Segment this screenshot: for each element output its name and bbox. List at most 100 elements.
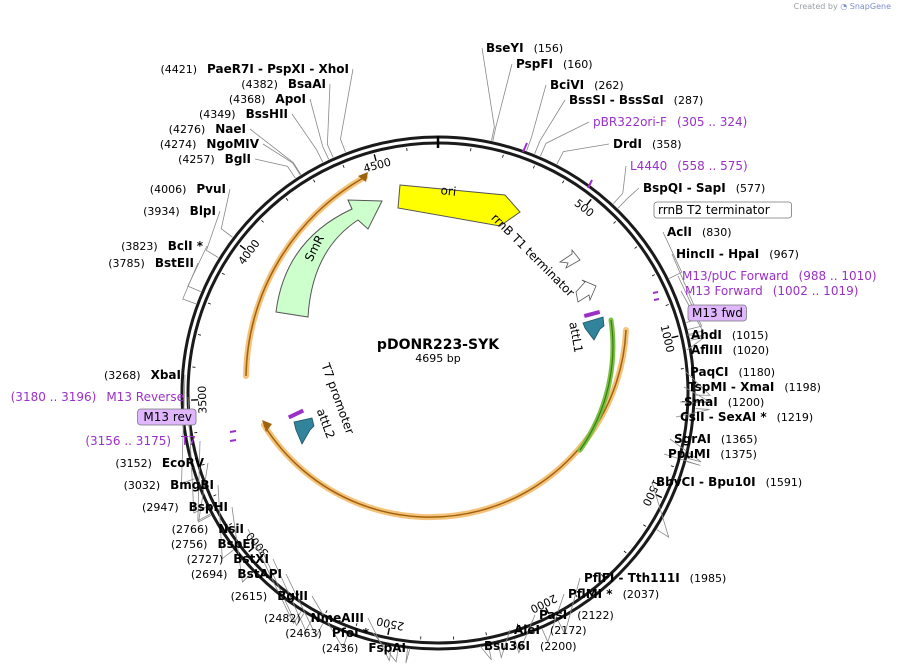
rrnb-t1-arrow-1 — [558, 248, 581, 269]
site-label: AclI(830) — [667, 225, 732, 239]
site-label: (2947)BspHI — [142, 500, 228, 514]
tick-mark — [221, 272, 225, 275]
leader-line — [372, 632, 399, 663]
site-label: (2463)PfoI * — [285, 626, 369, 640]
tick-mark — [665, 304, 669, 306]
leader-line — [526, 84, 547, 151]
tick-mark — [562, 180, 565, 184]
site-label: (3268)XbaI — [104, 368, 181, 382]
leader-line — [340, 68, 354, 153]
site-label: PflFI - Tth111I(1985) — [584, 571, 726, 585]
leader-line — [481, 47, 495, 141]
leader-line — [311, 595, 348, 649]
leader-line — [662, 231, 683, 279]
site-label: BssSI - BssSαI(287) — [569, 93, 703, 107]
site-label: (3823)BclI * — [121, 239, 204, 253]
leader-line — [326, 83, 334, 158]
site-label: (2615)BglII — [231, 589, 308, 603]
smr-feature — [275, 199, 383, 318]
site-label: BspQI - SapI(577) — [643, 181, 765, 195]
leader-line — [285, 573, 323, 638]
rrnb-t1-label: rrnB T1 terminator — [488, 211, 577, 300]
tick-mark — [342, 164, 345, 168]
tick-mark — [678, 433, 682, 435]
feature-box — [653, 201, 793, 219]
leader-line — [479, 645, 492, 660]
snapgene-credit: Created by ◔ SnapGene — [794, 2, 891, 11]
site-label: (4274)NgoMIV — [160, 137, 260, 151]
leader-line — [557, 577, 581, 635]
primer-mark-m13-fwd-2 — [653, 298, 660, 301]
site-leader-lines — [181, 47, 711, 664]
leader-line — [677, 275, 703, 330]
leader-line — [492, 63, 513, 141]
tick-mark — [207, 302, 211, 305]
leader-line — [651, 481, 670, 539]
tick-mark — [313, 179, 316, 183]
site-label: BciVI(262) — [550, 78, 624, 92]
credit-brand: SnapGene — [849, 2, 891, 11]
tick-mark — [229, 523, 232, 526]
leader-line — [262, 143, 301, 176]
leader-line — [220, 188, 233, 238]
tick-mark — [655, 493, 663, 499]
tick-mark — [197, 334, 202, 336]
primer-label-boxed: M13 rev — [143, 410, 192, 424]
orf-arc-bottom-line — [263, 329, 627, 518]
leader-line — [254, 158, 296, 179]
site-label: CslI - SexAI *(1219) — [680, 410, 813, 424]
tick-mark — [325, 610, 328, 614]
site-label: PaqCI(1180) — [690, 365, 775, 379]
right-site-labels: BseYI(156)PspFI(160)BciVI(262)BssSI - Bs… — [484, 41, 877, 653]
site-label: (2756)BspEI — [171, 537, 255, 551]
primer-mark-t7 — [229, 439, 237, 442]
site-label: (3785)BstEII — [108, 256, 194, 270]
site-label: (2694)BstAPI — [191, 567, 282, 581]
site-label: (3152)EcoRV — [115, 456, 204, 470]
tick-mark — [502, 154, 504, 158]
site-label: (4382)BsaAI — [241, 77, 326, 91]
ori-label: ori — [440, 183, 457, 199]
tick-mark — [387, 627, 391, 636]
left-site-labels: (4421)PaeR7I - PspXI - XhoI(4382)BsaAI(4… — [11, 62, 406, 655]
primer-label: (3156 .. 3175)T7 — [85, 434, 196, 448]
primer-box — [137, 408, 197, 426]
tick-mark — [600, 574, 604, 577]
leader-line — [258, 543, 305, 627]
site-label: (4368)ApoI — [229, 92, 306, 106]
leader-line — [686, 337, 705, 351]
tick-label: 1000 — [658, 324, 677, 354]
site-label: (2482)NmeAIII — [264, 611, 364, 625]
leader-line — [556, 143, 610, 165]
primer-box — [687, 304, 747, 322]
primer-label: (3180 .. 3196)M13 Reverse — [11, 390, 184, 404]
leader-line — [540, 121, 590, 157]
tick-mark — [516, 623, 519, 627]
snapgene-logo-icon: ◔ — [840, 2, 848, 11]
leader-line — [663, 453, 701, 466]
tick-mark — [671, 335, 679, 339]
tick-mark — [575, 594, 578, 598]
tick-mark — [532, 165, 535, 169]
orf-arrow-head-bottom — [262, 420, 272, 432]
leader-line — [272, 558, 313, 632]
site-label: (3032)BmgBI — [124, 478, 214, 492]
primer-label: M13/pUC Forward(988 .. 1010) — [682, 269, 877, 283]
plasmid-size: 4695 bp — [415, 352, 460, 365]
site-label: (4349)BssHII — [199, 107, 288, 121]
tick-mark — [623, 550, 627, 554]
site-label: DrdI(358) — [613, 137, 682, 151]
attl2-label: attL2 — [314, 407, 338, 441]
leader-line — [291, 113, 324, 163]
leader-line — [187, 396, 207, 514]
leader-line — [680, 290, 704, 335]
site-label: PflMI *(2037) — [568, 587, 659, 601]
leader-line — [686, 334, 704, 339]
insert-arc-green-line — [579, 319, 614, 451]
insert-arc-green — [577, 317, 616, 453]
primer-mark-m13-fwd-1 — [652, 291, 659, 294]
leader-line — [669, 438, 702, 463]
leader-line — [197, 440, 211, 522]
tick-mark — [261, 219, 264, 223]
